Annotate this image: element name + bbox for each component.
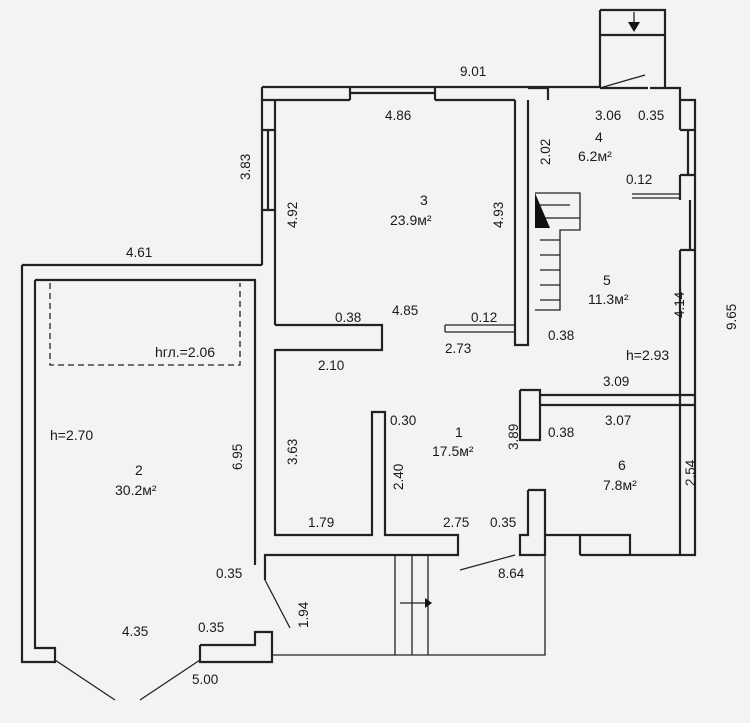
room-4-area: 6.2м²: [578, 148, 612, 164]
dim-4-93: 4.93: [491, 202, 506, 228]
dim-2-54: 2.54: [683, 459, 698, 486]
door-swing-left: [264, 579, 291, 629]
dim-6-95: 6.95: [230, 444, 245, 470]
dim-0-12-mid: 0.12: [471, 310, 497, 325]
dim-2-73: 2.73: [445, 341, 471, 356]
dim-9-65: 9.65: [724, 304, 739, 330]
dim-0-35-left: 0.35: [216, 566, 242, 581]
room-5-area: 11.3м²: [588, 291, 629, 307]
dim-2-75: 2.75: [443, 515, 469, 530]
porch-outline: [272, 554, 546, 656]
dim-4-86: 4.86: [385, 108, 411, 123]
room-4-number: 4: [595, 129, 603, 145]
dim-3-63: 3.63: [285, 439, 300, 465]
dim-0-35-top: 0.35: [638, 108, 664, 123]
dim-9-01: 9.01: [460, 64, 486, 79]
dim-4-92: 4.92: [285, 202, 300, 228]
room-1-area: 17.5м²: [432, 443, 474, 459]
dim-3-83: 3.83: [238, 154, 253, 180]
wall-room3-bottom: [263, 323, 460, 580]
wall-room3-right: [513, 100, 530, 347]
porch-arrow-icon: [425, 598, 432, 608]
room-6-area: 7.8м²: [603, 477, 637, 493]
wall-entry-top: [598, 8, 667, 90]
dim-4-14: 4.14: [672, 291, 687, 318]
wall-right: [528, 86, 697, 557]
dim-2-02: 2.02: [538, 139, 553, 165]
room-2-number: 2: [135, 462, 143, 478]
wall-room6-top: [518, 388, 695, 442]
room-3-area: 23.9м²: [390, 212, 432, 228]
height-right: h=2.93: [626, 347, 669, 363]
room-2-area: 30.2м²: [115, 482, 157, 498]
dim-4-85: 4.85: [392, 303, 418, 318]
wall-room3-left: [260, 87, 277, 325]
dim-3-07: 3.07: [605, 413, 631, 428]
dim-0-38-c: 0.38: [548, 425, 574, 440]
stair-flight: [535, 192, 581, 311]
wall-room4-stub: [632, 193, 680, 199]
wall-stub-mid: [444, 324, 515, 333]
wall-top: [262, 85, 600, 102]
dim-1-79: 1.79: [308, 515, 334, 530]
inspection-pit: [49, 283, 241, 366]
dim-3-09: 3.09: [603, 374, 629, 389]
garage-door-swing: [54, 659, 201, 701]
room-5-number: 5: [603, 272, 611, 288]
dim-8-64: 8.64: [498, 566, 525, 581]
dim-0-35-bottom: 0.35: [198, 620, 224, 635]
dim-3-06: 3.06: [595, 108, 621, 123]
dim-3-89: 3.89: [506, 424, 521, 450]
dim-5-00: 5.00: [192, 672, 218, 687]
height-pit: hгл.=2.06: [155, 344, 215, 360]
height-garage: h=2.70: [50, 427, 93, 443]
dim-0-12-top: 0.12: [626, 172, 652, 187]
dim-2-40: 2.40: [391, 464, 406, 490]
wall-garage-top: [20, 263, 262, 645]
entry-door-swing: [599, 74, 646, 89]
room-6-number: 6: [618, 457, 626, 473]
dim-4-35: 4.35: [122, 624, 148, 639]
dim-0-38-a: 0.38: [335, 310, 361, 325]
room-1-number: 1: [455, 424, 463, 440]
dim-0-38-b: 0.38: [548, 328, 574, 343]
room-3-number: 3: [420, 192, 428, 208]
dim-2-10: 2.10: [318, 358, 344, 373]
wall-garage-left: [20, 280, 274, 664]
dim-4-61: 4.61: [126, 245, 152, 260]
wall-room6-left: [518, 488, 580, 557]
dim-0-30: 0.30: [390, 413, 416, 428]
dim-0-35-mid: 0.35: [490, 515, 516, 530]
dim-1-94: 1.94: [296, 601, 311, 628]
stair-arrow-fill: [535, 193, 550, 228]
